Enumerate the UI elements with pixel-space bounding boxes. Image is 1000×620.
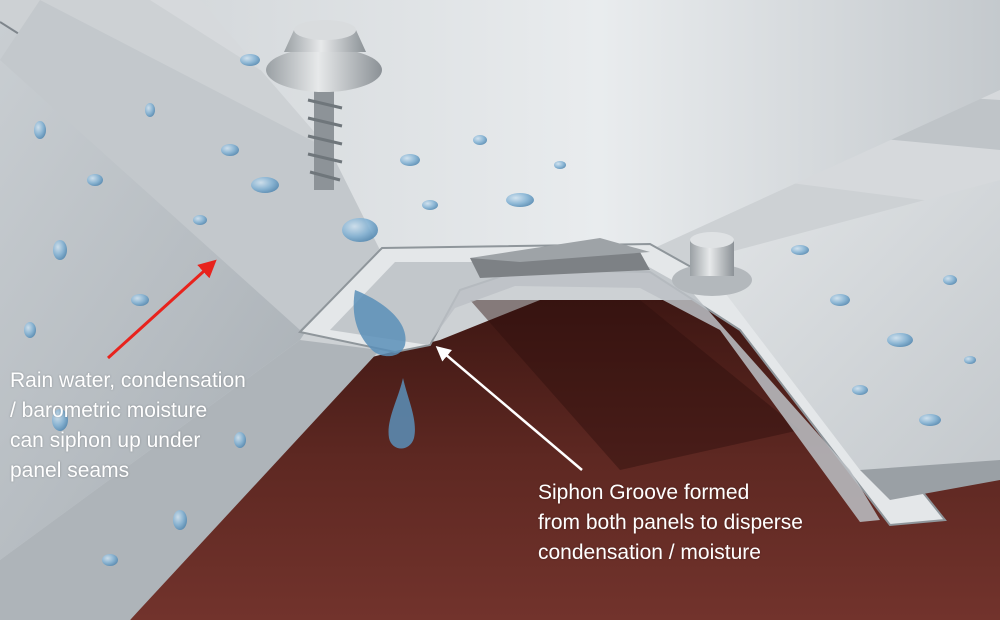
rain-callout-line: Rain water, condensation xyxy=(10,369,246,392)
groove-callout-line: Siphon Groove formed xyxy=(538,481,750,504)
gasket-block-top xyxy=(470,238,650,262)
rib-top xyxy=(200,0,1000,250)
right-panel-edge xyxy=(860,460,1000,500)
red-arrow-icon xyxy=(106,259,217,360)
rib-left-face xyxy=(0,0,380,330)
screw-icon xyxy=(266,20,382,190)
falling-droplet xyxy=(388,378,415,449)
bolt-head-icon xyxy=(672,232,752,296)
water-droplets xyxy=(24,54,976,566)
rib-section-inner xyxy=(330,262,880,522)
water-droplet-icon xyxy=(353,290,406,357)
white-arrow-icon xyxy=(435,346,583,471)
rain-water-callout: Rain water, condensation / barometric mo… xyxy=(10,366,310,486)
groove-callout-line: from both panels to disperse xyxy=(538,511,803,534)
left-panel xyxy=(0,20,360,560)
rain-callout-line: panel seams xyxy=(10,459,130,482)
left-panel-lower xyxy=(0,340,380,620)
substrate-shadow xyxy=(470,300,800,470)
groove-callout-line: condensation / moisture xyxy=(538,541,761,564)
right-panel xyxy=(700,180,1000,490)
siphon-groove-callout: Siphon Groove formed from both panels to… xyxy=(538,478,858,568)
rain-callout-line: can siphon up under xyxy=(10,429,201,452)
rain-callout-line: / barometric moisture xyxy=(10,399,208,422)
